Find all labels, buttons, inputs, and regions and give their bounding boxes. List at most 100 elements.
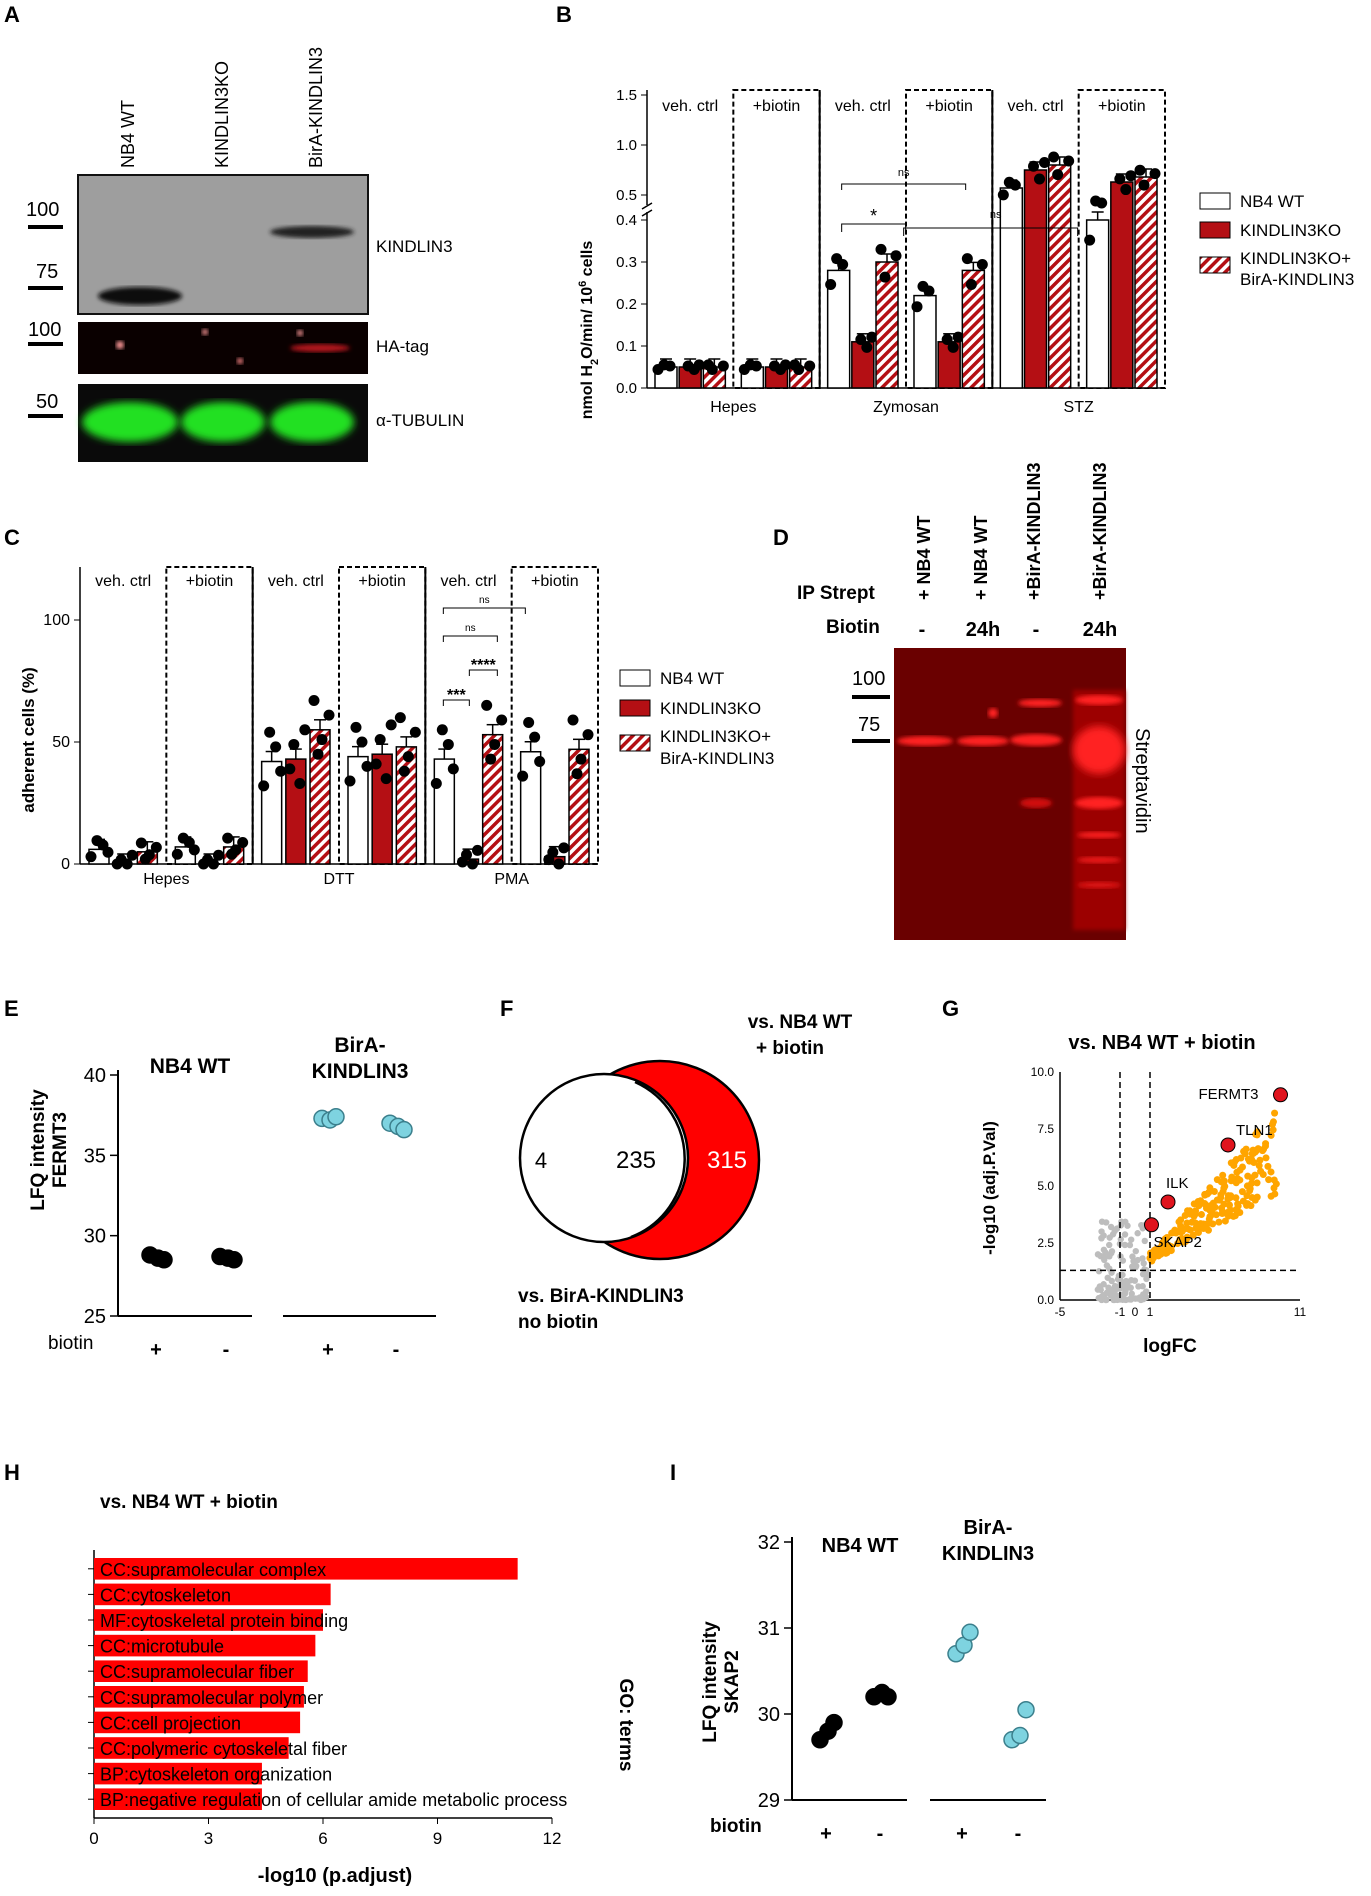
mw-100b: 100 (28, 319, 61, 341)
strep-band (1018, 699, 1062, 707)
panel-label-d: D (773, 525, 789, 550)
mw-75-marker (28, 286, 63, 290)
volcano-point-sig (1232, 1156, 1240, 1164)
bar (395, 746, 418, 865)
sig-label: *** (447, 687, 466, 704)
condition-label: +biotin (531, 573, 579, 590)
d-lane-2: + NB4 WT (971, 515, 991, 600)
lane-label-kindlin3ko: KINDLIN3KO (212, 61, 232, 168)
go-term-label: CC:microtubule (100, 1637, 224, 1657)
y-tick-label: 40 (84, 1065, 106, 1087)
data-point (571, 768, 583, 780)
volcano-point-sig (1262, 1140, 1270, 1148)
highlight-point (1160, 1194, 1176, 1210)
data-point (270, 741, 282, 753)
x-tick-label: 11 (1294, 1305, 1307, 1319)
volcano-point-sig (1220, 1200, 1228, 1208)
volcano-point-ns (1130, 1264, 1138, 1271)
highlight-point (1220, 1137, 1236, 1153)
data-point (947, 341, 959, 353)
legend-swatch-nb4 (1199, 192, 1231, 210)
data-point (558, 842, 570, 854)
data-point (997, 189, 1009, 201)
data-point (1125, 170, 1137, 182)
volcano-point-ns (1111, 1287, 1118, 1295)
data-point (457, 856, 468, 868)
highlight-label: ILK (1166, 1175, 1189, 1192)
data-point (890, 250, 902, 262)
volcano-point-sig (1220, 1184, 1228, 1192)
data-point (394, 712, 406, 724)
go-term-label: CC:cytoskeleton (100, 1585, 231, 1605)
legend-swatch-ko (1199, 221, 1231, 239)
panel-h-side-label: GO: terms (615, 1679, 636, 1772)
volcano-point-ns (1104, 1274, 1111, 1281)
biotin-label: Biotin (826, 617, 880, 638)
data-point (1090, 195, 1102, 207)
blot-label-tubulin: α-TUBULIN (376, 411, 464, 430)
panel-e-group-bira-2: KINDLIN3 (312, 1060, 409, 1083)
data-point (693, 359, 705, 371)
panel-i-ylabel-1: LFQ intensity (700, 1621, 721, 1743)
strep-band (1077, 857, 1121, 863)
mw-50-marker (28, 414, 63, 418)
data-point (567, 714, 579, 726)
panel-e-ylabel-2: FERMT3 (50, 1112, 71, 1188)
volcano-point-sig (1248, 1150, 1256, 1158)
ha-spot (116, 341, 124, 349)
y-tick-label: 2.5 (1037, 1236, 1054, 1250)
sig-bracket (468, 669, 498, 676)
strep-band (1075, 695, 1123, 705)
volcano-point-ns (1128, 1294, 1136, 1301)
data-point (111, 858, 123, 870)
sig-bracket (442, 635, 498, 642)
data-point (965, 279, 977, 291)
group-label: PMA (494, 871, 529, 888)
biotin-value: - (877, 1823, 884, 1845)
legend-swatch-rescue (1199, 256, 1231, 274)
volcano-point-ns (1126, 1241, 1134, 1249)
volcano-point-sig (1262, 1154, 1270, 1162)
volcano-point-sig (1270, 1184, 1278, 1192)
condition-label: +biotin (925, 98, 973, 115)
d-biotin-2: 24h (966, 619, 1000, 641)
biotin-value: + (150, 1339, 162, 1361)
venn-label-bottom-2: no biotin (518, 1312, 598, 1333)
legend-nb4: NB4 WT (660, 669, 724, 688)
data-point (825, 1713, 843, 1732)
data-point (780, 359, 791, 371)
volcano-point-sig (1243, 1182, 1251, 1190)
data-point (941, 333, 953, 345)
y-tick-label: 25 (84, 1306, 106, 1328)
condition-label: +biotin (358, 573, 406, 590)
volcano-point-sig (1238, 1188, 1246, 1196)
data-point (523, 716, 535, 728)
volcano-point-sig (1170, 1228, 1178, 1236)
panel-label-b: B (556, 2, 572, 27)
y-tick-label: 0.5 (616, 187, 637, 204)
data-point (1120, 184, 1132, 196)
data-point (213, 849, 224, 861)
data-point (91, 835, 103, 847)
data-point (126, 849, 138, 861)
volcano-point-sig (1203, 1220, 1211, 1228)
volcano-point-sig (1201, 1190, 1209, 1198)
strep-band (988, 708, 998, 718)
go-bar (94, 1660, 308, 1682)
data-point (370, 758, 382, 770)
condition-label: +biotin (1098, 98, 1146, 115)
y-tick-label: 0.2 (616, 296, 637, 313)
y-tick-label: 0.4 (616, 212, 637, 229)
group-label: Hepes (710, 399, 756, 416)
data-point (294, 777, 306, 789)
volcano-point-sig (1225, 1207, 1233, 1215)
biotin-value: - (393, 1339, 400, 1361)
y-tick-label: 0.0 (1037, 1293, 1054, 1307)
volcano-point-sig (1240, 1147, 1248, 1155)
group-label: STZ (1064, 399, 1094, 416)
data-point (264, 726, 276, 738)
volcano-point-ns (1110, 1294, 1118, 1302)
volcano-point-ns (1131, 1277, 1139, 1284)
x-tick-label: -1 (1115, 1305, 1126, 1319)
blot-label-kindlin3: KINDLIN3 (376, 237, 453, 256)
